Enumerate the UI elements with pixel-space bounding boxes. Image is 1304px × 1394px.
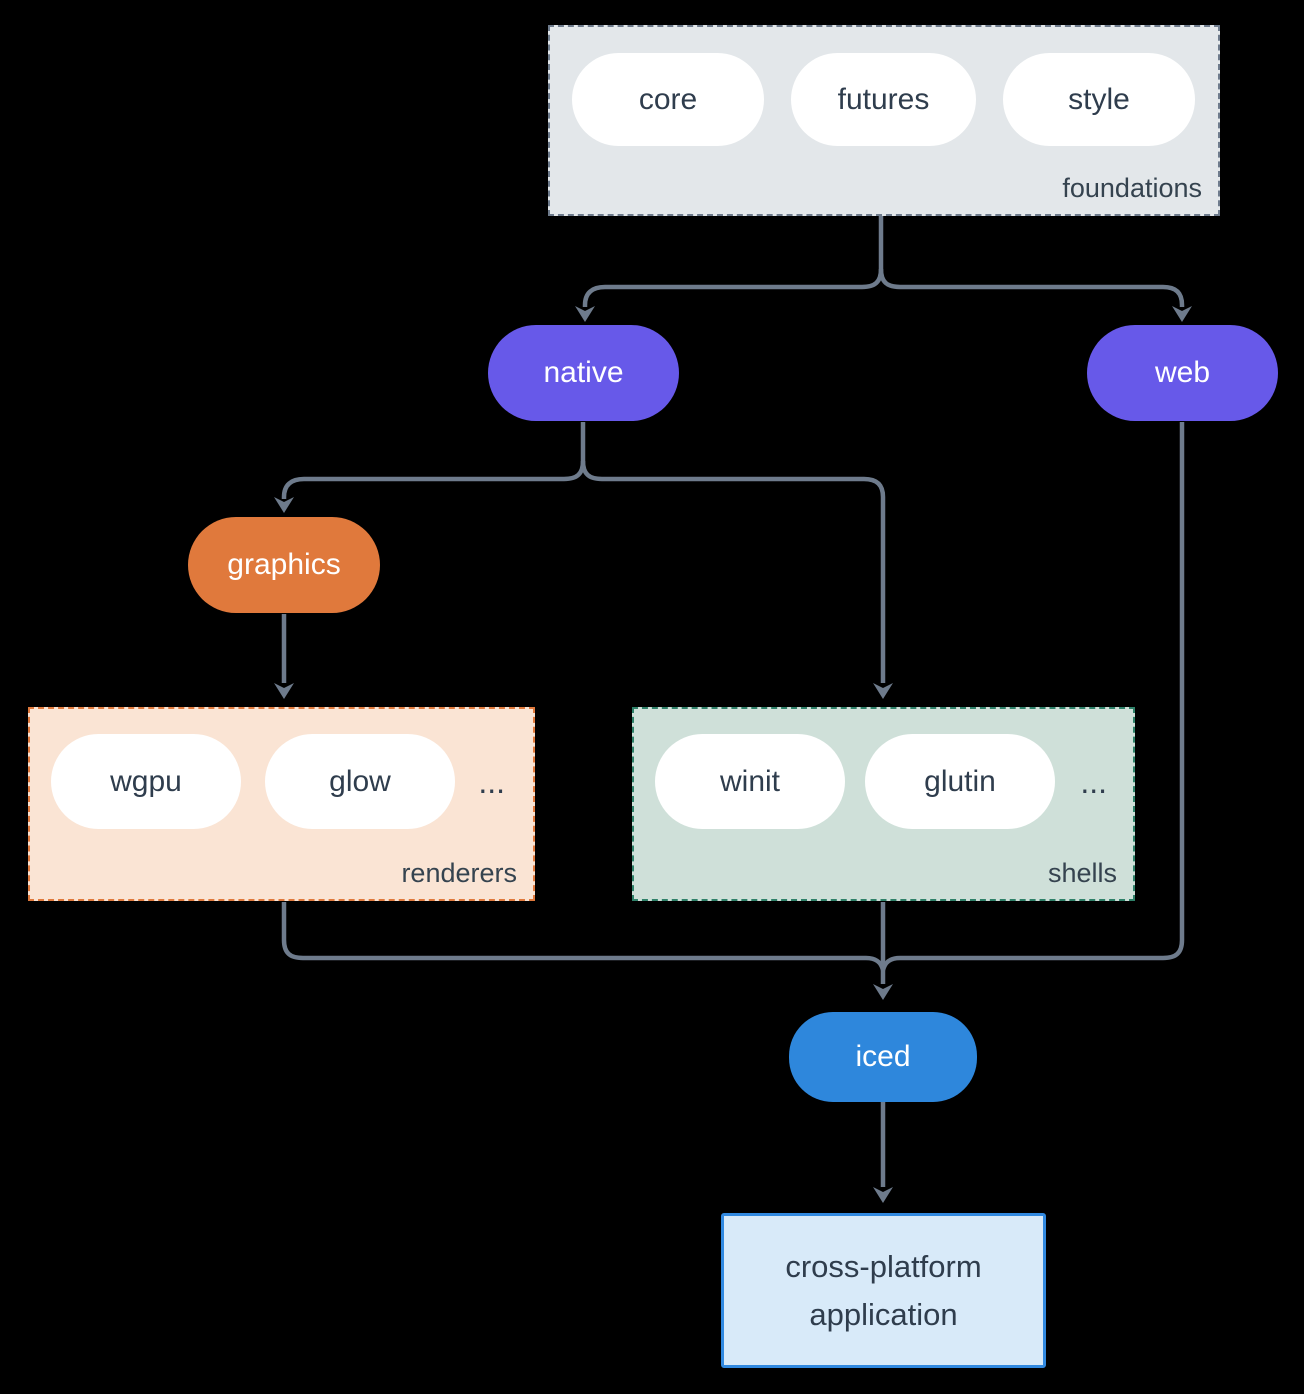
node-winit[interactable]: winit (655, 734, 845, 829)
node-glutin[interactable]: glutin (865, 734, 1055, 829)
node-style[interactable]: style (1003, 53, 1195, 146)
node-graphics[interactable]: graphics (188, 517, 380, 613)
arrowhead-iced (873, 984, 893, 1000)
arrowhead-renderers (274, 683, 294, 699)
edge-web-iced (880, 422, 1185, 971)
arrowhead-application (873, 1187, 893, 1203)
group-label-shells: shells (1047, 858, 1117, 888)
group-label-foundations: foundations (1062, 173, 1202, 203)
shells-ellipsis: ... (1080, 764, 1107, 800)
edge-native-graphics (281, 460, 586, 499)
node-web[interactable]: web (1087, 325, 1278, 421)
arrowhead-graphics (274, 497, 294, 513)
arrowhead-web (1172, 306, 1192, 322)
node-iced[interactable]: iced (789, 1012, 977, 1102)
group-shells: winit glutin ... shells (632, 707, 1135, 901)
edge-renderers-iced (281, 902, 886, 971)
node-native[interactable]: native (488, 325, 679, 421)
group-foundations: core futures style foundations (548, 25, 1220, 216)
node-cross-platform-application[interactable]: cross-platform application (721, 1213, 1046, 1368)
edge-native-shells (580, 460, 886, 683)
arrowhead-native (575, 306, 595, 322)
edge-foundations-web (878, 268, 1185, 307)
node-core[interactable]: core (572, 53, 764, 146)
edge-foundations-native (582, 268, 884, 307)
arrowhead-shells (873, 683, 893, 699)
node-wgpu[interactable]: wgpu (51, 734, 241, 829)
node-glow[interactable]: glow (265, 734, 455, 829)
renderers-ellipsis: ... (478, 764, 505, 800)
group-renderers: wgpu glow ... renderers (28, 707, 535, 901)
group-label-renderers: renderers (401, 858, 517, 888)
node-futures[interactable]: futures (791, 53, 976, 146)
